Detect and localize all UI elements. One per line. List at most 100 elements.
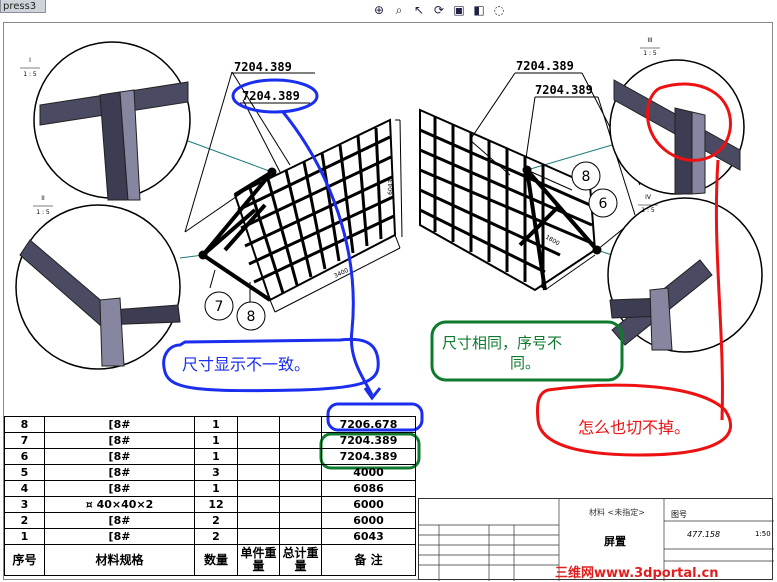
view-toolbar: ⊕ ⌕ ↖ ⟳ ▣ ◧ ◌ [370, 0, 508, 20]
bom-cell-no: 2 [4, 512, 45, 529]
zoom-to-fit-icon[interactable]: ⊕ [373, 3, 385, 17]
bom-cell-total-weight [279, 448, 322, 465]
note-red: 怎么也切不掉。 [578, 418, 691, 437]
table-row: 7[8#1 7204.389 [4, 432, 416, 449]
detail-view-4 [607, 197, 763, 353]
bom-cell-note: 6000 [321, 512, 416, 529]
part-name: 屏置 [604, 535, 626, 548]
bom-cell-total-weight [279, 480, 322, 497]
display-style-icon[interactable]: ◧ [473, 3, 485, 17]
bom-cell-unit-weight [237, 432, 280, 449]
table-row: 2[8#2 6000 [4, 512, 416, 529]
bom-cell-unit-weight [237, 496, 280, 513]
title-block: 材料 <未指定> 屏置 图号 477.158 1:50 [418, 498, 774, 581]
balloon-8-right: 8 [582, 169, 591, 185]
detail-view-3 [609, 59, 745, 195]
table-row: 8[8#1 7206.678 [4, 416, 416, 433]
dim-top-left-b: 7204.389 [242, 89, 300, 103]
detail-scale-4: 1 : 5 [641, 207, 655, 214]
bom-cell-qty: 1 [194, 480, 238, 497]
detail-view-1 [33, 41, 191, 201]
bom-header-total-weight: 总计重量 [279, 544, 322, 576]
dim-vertical-right: 1800 [544, 234, 561, 248]
bom-cell-note: 7204.389 [321, 448, 416, 465]
bom-cell-qty: 12 [194, 496, 238, 513]
bom-header-unit-weight: 单件重量 [237, 544, 280, 576]
bom-cell-spec: [8# [44, 528, 195, 545]
bom-cell-note: 6043 [321, 528, 416, 545]
bom-cell-unit-weight [237, 528, 280, 545]
drawing-code: 477.158 [687, 530, 721, 539]
bom-cell-total-weight [279, 512, 322, 529]
drawing-no-label: 图号 [671, 510, 687, 519]
rotate-icon[interactable]: ⟳ [433, 3, 445, 17]
bom-cell-note: 7206.678 [321, 416, 416, 433]
dim-top-right-b: 7204.389 [535, 83, 593, 97]
bom-cell-no: 6 [4, 448, 45, 465]
detail-scale-1: 1 : 5 [23, 71, 37, 78]
bom-cell-unit-weight [237, 464, 280, 481]
bom-cell-qty: 1 [194, 448, 238, 465]
bom-cell-spec: [8# [44, 432, 195, 449]
drawing-scale: 1:50 [755, 530, 771, 538]
detail-label-2: II [41, 195, 45, 202]
bom-cell-note: 4000 [321, 464, 416, 481]
bom-header-row: 序号 材料规格 数量 单件重量 总计重量 备 注 [4, 544, 416, 576]
bom-cell-no: 5 [4, 464, 45, 481]
detail-label-3: III [647, 37, 653, 44]
select-icon[interactable]: ↖ [413, 3, 425, 17]
bom-cell-unit-weight [237, 448, 280, 465]
bom-cell-note: 6000 [321, 496, 416, 513]
watermark: 三维网www.3dportal.cn [555, 566, 719, 581]
bom-header-no: 序号 [4, 544, 45, 576]
detail-scale-3: 1 : 5 [643, 50, 657, 57]
balloon-8-left: 8 [247, 309, 256, 325]
bom-cell-qty: 1 [194, 416, 238, 433]
bom-cell-unit-weight [237, 416, 280, 433]
balloon-7: 7 [215, 299, 224, 315]
bom-cell-spec: ¤ 40×40×2 [44, 496, 195, 513]
bom-cell-qty: 2 [194, 512, 238, 529]
bom-cell-total-weight [279, 432, 322, 449]
bom-cell-note: 7204.389 [321, 432, 416, 449]
note-blue: 尺寸显示不一致。 [182, 355, 311, 374]
bom-header-spec: 材料规格 [44, 544, 195, 576]
bom-cell-spec: [8# [44, 512, 195, 529]
dim-top-right-a: 7204.389 [516, 59, 574, 73]
note-green-line2: 同。 [510, 354, 541, 372]
view-settings-icon[interactable]: ▣ [453, 3, 465, 17]
bom-cell-unit-weight [237, 480, 280, 497]
bom-cell-spec: [8# [44, 464, 195, 481]
detail-label-4: IV [645, 194, 652, 201]
window-tab[interactable]: press3 [0, 0, 46, 13]
bom-cell-qty: 2 [194, 528, 238, 545]
bom-cell-total-weight [279, 464, 322, 481]
bom-cell-qty: 1 [194, 432, 238, 449]
note-green-line1: 尺寸相同，序号不 [442, 334, 563, 352]
bom-cell-no: 7 [4, 432, 45, 449]
detail-label-1: I [29, 57, 31, 64]
dim-top-left-a: 7204.389 [234, 60, 292, 74]
left-frame-drawing [184, 71, 403, 313]
material-label: 材料 <未指定> [589, 508, 645, 517]
bom-cell-no: 3 [4, 496, 45, 513]
bom-cell-spec: [8# [44, 480, 195, 497]
bom-cell-no: 8 [4, 416, 45, 433]
sheet-border [3, 22, 773, 580]
bom-cell-unit-weight [237, 512, 280, 529]
bom-cell-spec: [8# [44, 416, 195, 433]
zoom-area-icon[interactable]: ⌕ [395, 2, 403, 17]
hide-show-icon[interactable]: ◌ [493, 3, 505, 17]
bom-header-note: 备 注 [321, 544, 416, 576]
bom-cell-note: 6086 [321, 480, 416, 497]
bom-cell-total-weight [279, 496, 322, 513]
detail-view-2 [15, 204, 181, 370]
